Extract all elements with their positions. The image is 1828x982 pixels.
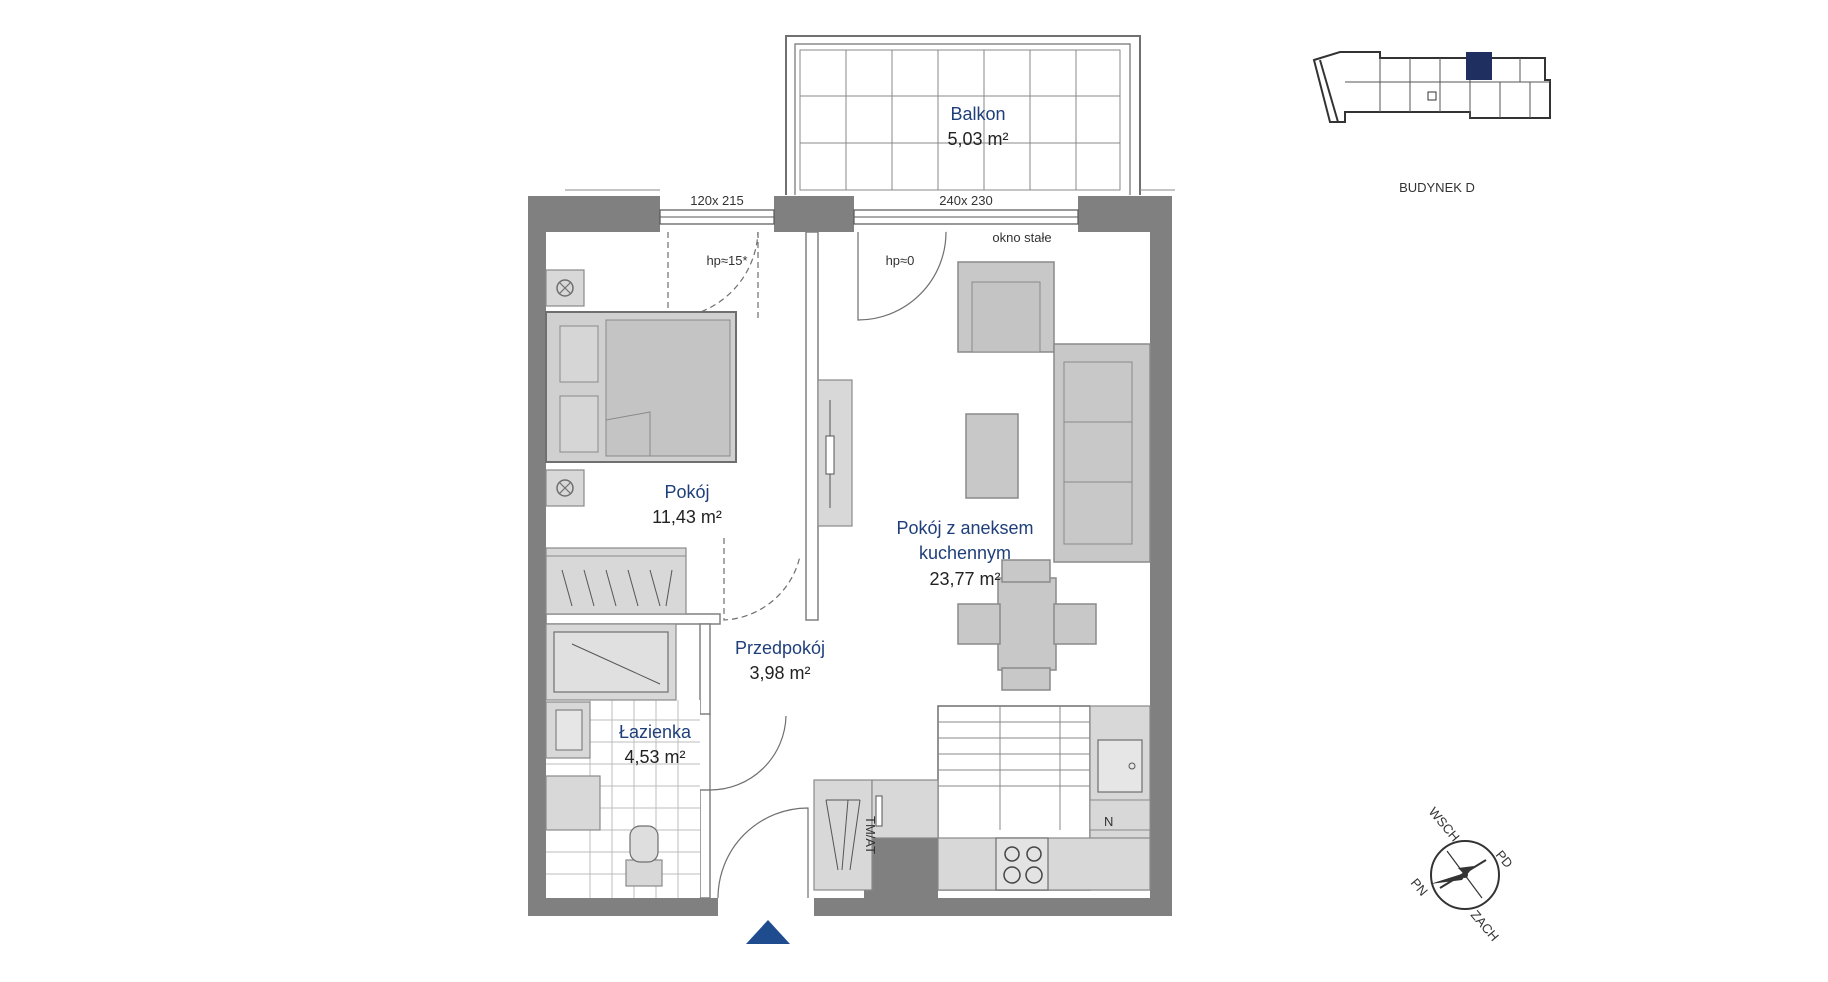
entrance-arrow-icon [746,920,790,944]
balcony-name: Balkon [950,104,1005,124]
living-name-line2: kuchennym [919,543,1011,563]
entrance-door [717,807,809,899]
bedroom-name: Pokój [664,482,709,502]
living-furniture [957,261,1151,691]
compass-wsch: WSCH [1426,804,1463,844]
hall-area: 3,98 m² [749,663,810,683]
door-large-sill-height: hp≈0 [886,253,915,268]
double-bed [545,311,737,463]
coffee-table [965,413,1019,499]
sofa [1053,343,1151,563]
laundry-cabinet [813,779,873,891]
appliance-label: TM/AT [863,816,878,854]
dining-set [957,559,1097,691]
bedroom-area: 11,43 m² [652,507,722,527]
door-small-sill-height: hp≈15* [706,253,747,268]
living-name-line1: Pokój z aneksem [896,518,1033,538]
building-label: BUDYNEK D [1399,180,1475,195]
washing-machine [545,775,601,831]
kitchen-counter-bottom [937,837,1151,891]
compass-icon [1430,840,1500,910]
compass-pn: PN [1408,875,1431,898]
cooktop [995,837,1049,891]
door-large-dimension: 240x 230 [939,193,993,208]
apartment-highlight [1466,52,1492,80]
fridge-mark: N [1104,814,1113,829]
bathroom-name: Łazienka [619,722,692,742]
kitchen-tall-unit [871,779,939,839]
fixed-window-label: okno stałe [992,230,1051,245]
bathroom [545,623,787,898]
walls [528,196,1172,916]
compass-zach: ZACH [1468,907,1502,944]
armchair [957,261,1055,353]
wardrobe-bedroom [545,547,687,615]
bathtub [545,623,677,701]
balcony [565,35,1175,195]
living-area: 23,77 m² [929,569,1000,589]
kitchen: N [813,705,1151,891]
hall-name: Przedpokój [735,638,825,658]
kitchen-counter-right: N [1089,705,1151,891]
bathroom-area: 4,53 m² [624,747,685,767]
tv-cabinet [817,379,853,527]
window-door-large [853,209,1079,321]
bedroom-furniture [545,269,801,621]
window-door-small [659,209,775,319]
washbasin [545,701,591,759]
building-key-plan [1312,51,1551,123]
door-small-dimension: 120x 215 [690,193,744,208]
balcony-area: 5,03 m² [947,129,1008,149]
toilet [625,825,663,887]
